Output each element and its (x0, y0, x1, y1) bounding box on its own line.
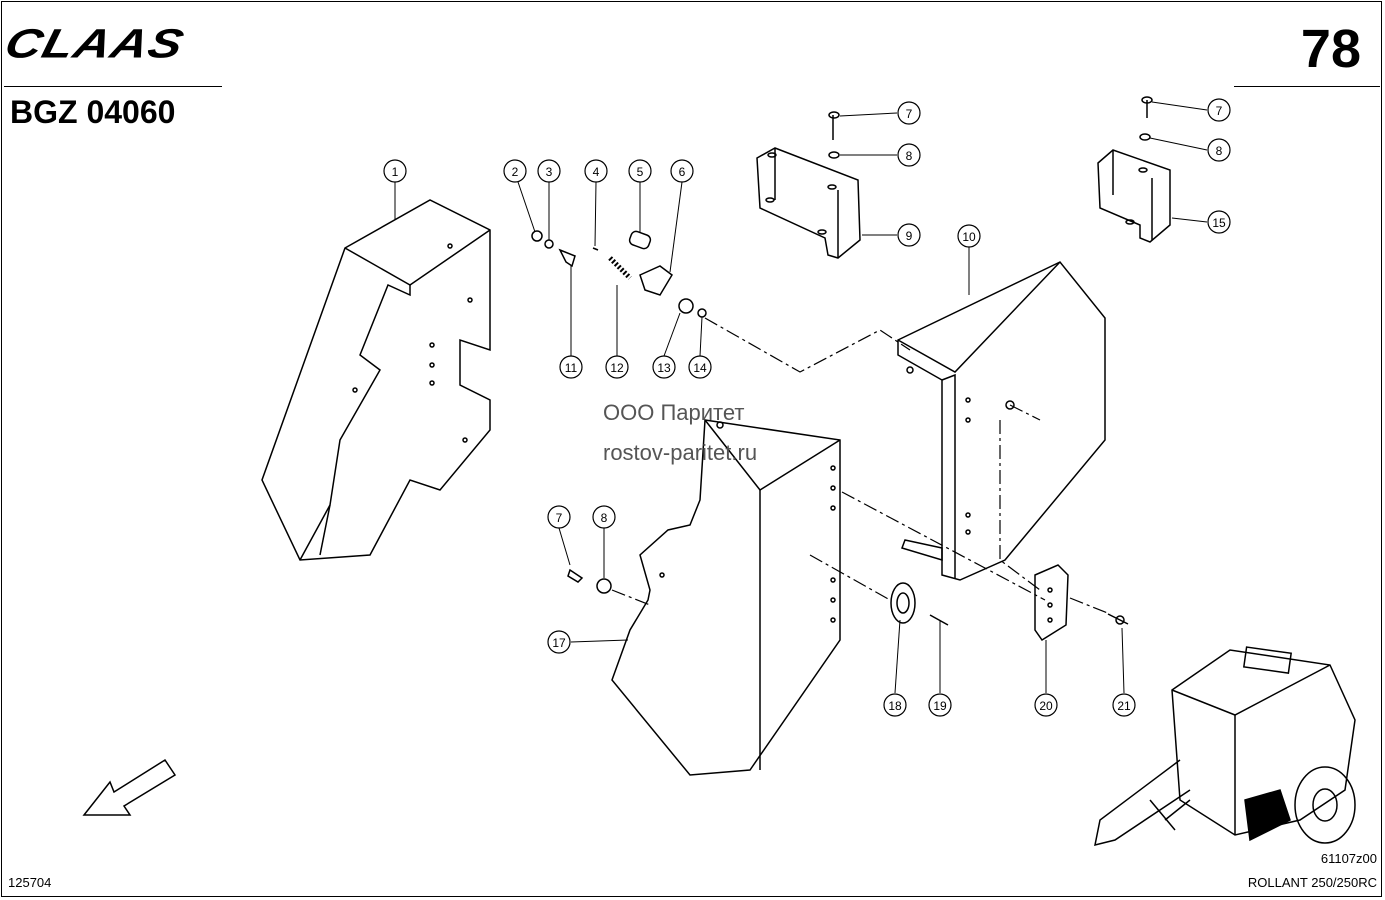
callout-13 (652, 355, 676, 379)
callout-14 (688, 355, 712, 379)
callout-label: 3 (546, 165, 553, 179)
callout-label: 14 (693, 361, 707, 375)
page-number: 78 (1300, 19, 1361, 79)
callout-label: 18 (888, 699, 902, 713)
header-divider (4, 86, 222, 87)
footer-code: 125704 (8, 875, 52, 890)
callout-label: 21 (1117, 699, 1131, 713)
callout-label: 20 (1039, 699, 1053, 713)
callout-label: 2 (512, 165, 519, 179)
alignment-lines (611, 317, 1111, 615)
callout-label: 7 (1216, 104, 1223, 118)
part-20-hinge (1034, 564, 1129, 642)
callout-label: 8 (1216, 144, 1223, 158)
callout-8c (592, 505, 616, 529)
model-name: ROLLANT 250/250RC (1247, 875, 1377, 890)
callout-label: 10 (962, 230, 976, 244)
callout-label: 11 (565, 361, 578, 375)
callout-17 (547, 630, 571, 654)
drawing-number: 61107z00 (1320, 851, 1377, 866)
callout-label: 19 (933, 699, 947, 713)
bolts-and-washers (567, 96, 1153, 594)
callout-label: 17 (552, 636, 566, 650)
watermark-url: rostov-paritet.ru (603, 440, 758, 465)
callout-9 (897, 223, 921, 247)
callout-label: 8 (601, 511, 608, 525)
part-17-cover (611, 419, 841, 776)
part-18-19 (890, 582, 949, 626)
callout-21 (1112, 693, 1136, 717)
callout-label: 5 (637, 165, 644, 179)
callout-1 (383, 159, 407, 183)
callout-8a (897, 143, 921, 167)
callout-15 (1207, 210, 1231, 234)
callout-labels: 1 2 3 4 5 6 7 8 9 10 11 12 13 14 7 8 15 … (392, 104, 1226, 713)
callout-10 (957, 224, 981, 248)
baler-thumbnail (1094, 646, 1356, 847)
callout-label: 7 (906, 107, 913, 121)
callout-12 (605, 355, 629, 379)
callout-5 (628, 159, 652, 183)
callout-label: 6 (679, 165, 686, 179)
document-code: BGZ 04060 (10, 94, 176, 130)
callout-label: 4 (593, 165, 600, 179)
callout-7b (1207, 98, 1231, 122)
part-10-cover (897, 261, 1106, 581)
callout-label: 8 (906, 149, 913, 163)
callout-label: 15 (1212, 216, 1226, 230)
callout-7c (547, 505, 571, 529)
callouts (383, 98, 1231, 717)
callout-label: 7 (556, 511, 563, 525)
direction-arrow (82, 758, 177, 816)
callout-18 (883, 693, 907, 717)
callout-3 (537, 159, 561, 183)
callout-4 (584, 159, 608, 183)
watermark-company: ООО Паритет (603, 400, 745, 425)
callout-19 (928, 693, 952, 717)
callout-7a (897, 101, 921, 125)
callout-8b (1207, 138, 1231, 162)
callout-11 (559, 355, 583, 379)
callout-label: 12 (610, 361, 624, 375)
callout-6 (670, 159, 694, 183)
callout-label: 9 (906, 229, 913, 243)
callout-2 (503, 159, 527, 183)
callout-label: 1 (392, 165, 399, 179)
page-number-divider (1234, 86, 1380, 87)
hardware-cluster (531, 230, 707, 318)
callout-label: 13 (657, 361, 671, 375)
leader-lines (394, 101, 1208, 694)
part-1-cover (261, 199, 491, 561)
callout-20 (1034, 693, 1058, 717)
part-15-bracket (1097, 149, 1171, 243)
part-9-bracket (756, 147, 861, 259)
